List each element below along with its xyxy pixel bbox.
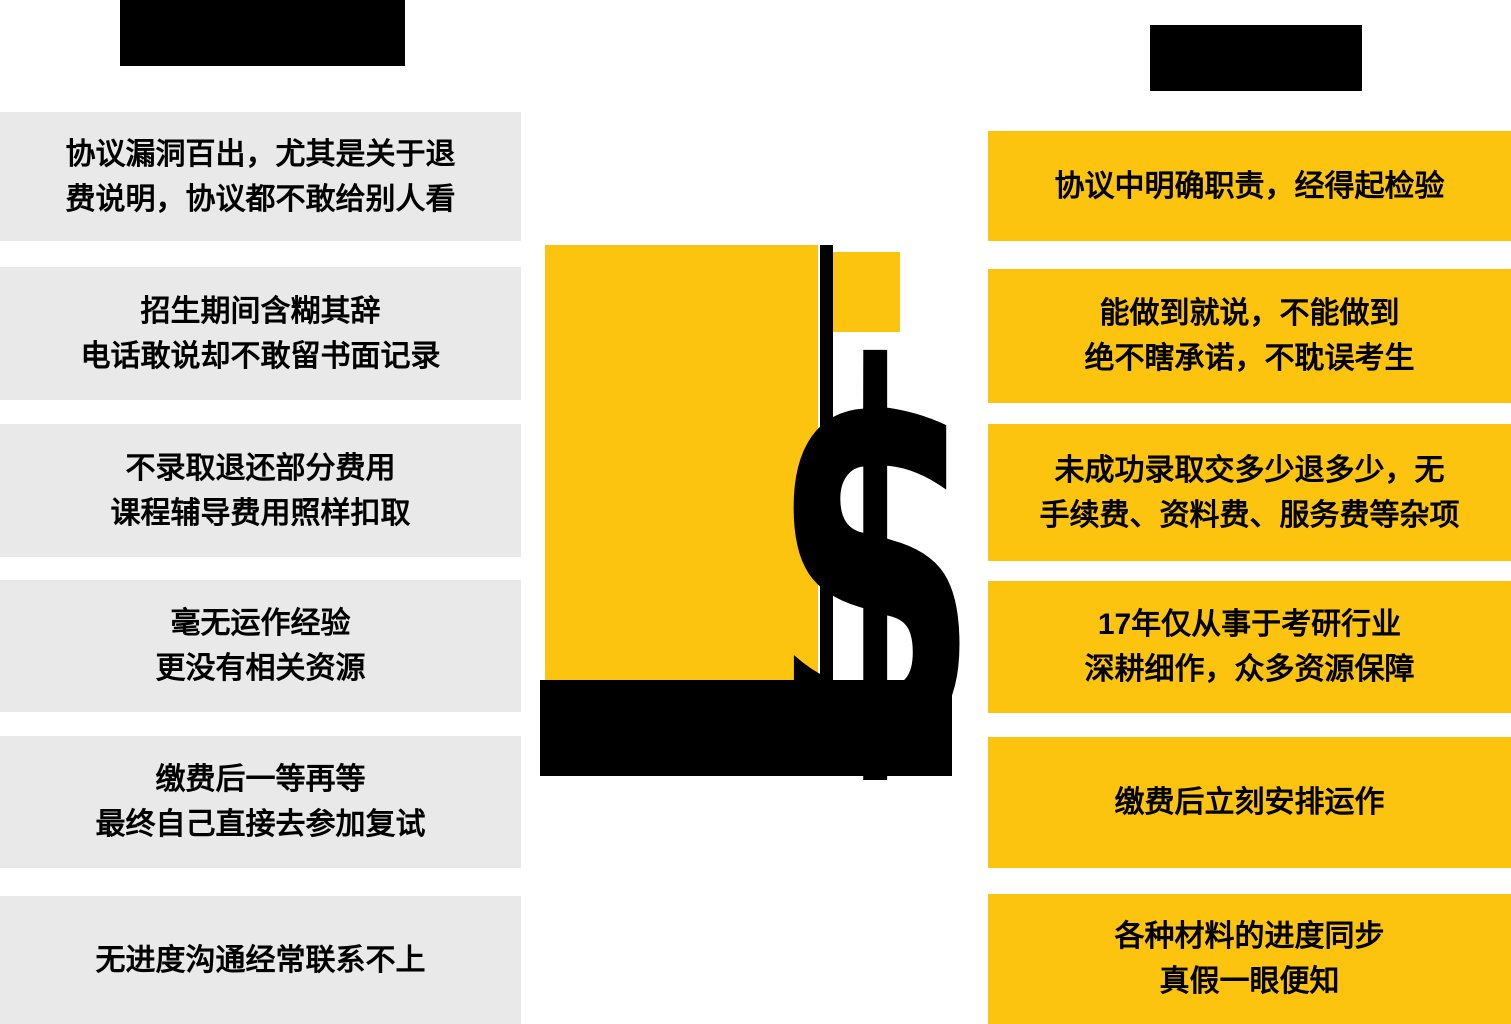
pro-item-4-line-2: 深耕细作，众多资源保障 bbox=[1084, 653, 1415, 686]
pro-item-1: 协议中明确职责，经得起检验 bbox=[988, 131, 1511, 241]
pro-item-6: 各种材料的进度同步 真假一眼便知 bbox=[988, 894, 1511, 1024]
money-graphic-black-base bbox=[540, 680, 952, 776]
con-item-3: 不录取退还部分费用 课程辅导费用照样扣取 bbox=[0, 424, 521, 557]
pro-item-3-line-1: 未成功录取交多少退多少，无 bbox=[1054, 453, 1445, 487]
pro-item-5: 缴费后立刻安排运作 bbox=[988, 737, 1511, 868]
con-item-2-line-2: 电话敢说却不敢留书面记录 bbox=[80, 339, 441, 373]
money-graphic: $ bbox=[540, 245, 960, 780]
con-item-1: 协议漏洞百出，尤其是关于退 费说明，协议都不敢给别人看 bbox=[0, 112, 521, 241]
con-item-5-line-1: 缴费后一等再等 bbox=[155, 763, 366, 796]
pro-item-4: 17年仅从事于考研行业 深耕细作，众多资源保障 bbox=[988, 581, 1511, 713]
money-graphic-vertical-bar bbox=[820, 245, 833, 775]
pro-item-5-line-1: 缴费后立刻安排运作 bbox=[1114, 786, 1385, 819]
con-item-6-line-1: 无进度沟通经常联系不上 bbox=[95, 943, 426, 977]
right-header-box bbox=[1150, 25, 1362, 91]
pro-item-1-line-1: 协议中明确职责，经得起检验 bbox=[1054, 169, 1445, 203]
pro-item-6-line-1: 各种材料的进度同步 bbox=[1114, 920, 1385, 953]
con-item-5: 缴费后一等再等 最终自己直接去参加复试 bbox=[0, 736, 521, 868]
dollar-icon: $ bbox=[770, 263, 960, 780]
con-item-1-line-1: 协议漏洞百出，尤其是关于退 bbox=[65, 137, 456, 171]
con-item-1-line-2: 费说明，协议都不敢给别人看 bbox=[65, 182, 456, 216]
con-item-5-line-2: 最终自己直接去参加复试 bbox=[95, 808, 426, 841]
con-item-4-line-2: 更没有相关资源 bbox=[155, 652, 366, 685]
pro-item-3-line-2: 手续费、资料费、服务费等杂项 bbox=[1039, 498, 1460, 532]
pro-item-2-line-2: 绝不瞎承诺，不耽误考生 bbox=[1084, 342, 1415, 375]
con-item-3-line-1: 不录取退还部分费用 bbox=[125, 451, 396, 485]
pro-item-3: 未成功录取交多少退多少，无 手续费、资料费、服务费等杂项 bbox=[988, 424, 1511, 561]
con-item-6: 无进度沟通经常联系不上 bbox=[0, 896, 521, 1024]
con-item-4-line-1: 毫无运作经验 bbox=[170, 607, 351, 640]
con-item-4: 毫无运作经验 更没有相关资源 bbox=[0, 580, 521, 712]
pro-item-2: 能做到就说，不能做到 绝不瞎承诺，不耽误考生 bbox=[988, 269, 1511, 403]
con-item-2-line-1: 招生期间含糊其辞 bbox=[140, 294, 381, 328]
money-graphic-yellow-block bbox=[545, 245, 818, 682]
pro-item-6-line-2: 真假一眼便知 bbox=[1159, 965, 1340, 998]
pro-item-4-line-1: 17年仅从事于考研行业 bbox=[1097, 608, 1402, 641]
con-item-3-line-2: 课程辅导费用照样扣取 bbox=[110, 496, 411, 530]
con-item-2: 招生期间含糊其辞 电话敢说却不敢留书面记录 bbox=[0, 267, 521, 400]
left-header-box bbox=[120, 0, 405, 66]
pro-item-2-line-1: 能做到就说，不能做到 bbox=[1099, 297, 1400, 330]
money-graphic-yellow-small-block bbox=[832, 252, 900, 332]
